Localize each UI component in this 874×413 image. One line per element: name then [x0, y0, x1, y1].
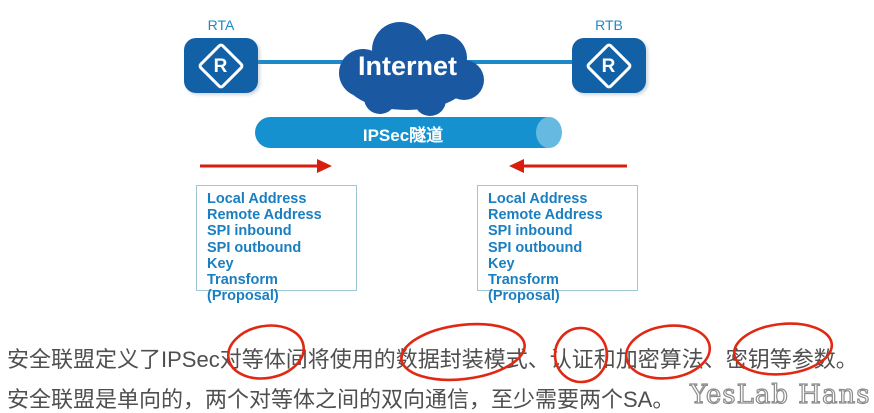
watermark: YesLab Hans: [689, 379, 871, 410]
sa-parameters-box-right: Local Address Remote Address SPI inbound…: [477, 185, 638, 304]
router-a-label: RTA: [207, 17, 235, 33]
sa-field: Key: [207, 255, 234, 272]
tunnel-label: IPSec隧道: [362, 126, 444, 145]
sa-field: Transform (Proposal): [488, 272, 560, 305]
sa-field: SPI inbound: [488, 223, 573, 240]
body-text-line-1: 安全联盟定义了IPSec对等体间将使用的数据封装模式、认证和加密算法、密钥等参数…: [7, 347, 858, 372]
router-b-icon: R: [572, 38, 646, 93]
body-text-line-2: 安全联盟是单向的，两个对等体之间的双向通信，至少需要两个SA。: [7, 387, 675, 412]
sa-field: Transform (Proposal): [207, 272, 279, 305]
sa-field: SPI inbound: [207, 223, 292, 240]
ipsec-tunnel-shape: [255, 117, 562, 148]
sa-field: Remote Address: [207, 207, 322, 224]
sa-direction-arrows: [200, 159, 627, 173]
sa-field: SPI outbound: [207, 239, 302, 256]
router-symbol: R: [214, 54, 228, 76]
sa-parameters-box-left: Local Address Remote Address SPI inbound…: [196, 185, 357, 304]
router-b-label: RTB: [595, 17, 623, 33]
sa-field: Remote Address: [488, 207, 603, 224]
sa-field: Local Address: [488, 191, 588, 207]
router-diamond-icon: R: [196, 41, 246, 90]
sa-field: Key: [488, 255, 515, 272]
router-diamond-icon: R: [584, 41, 634, 90]
sa-field: Local Address: [207, 191, 307, 207]
cloud-label: Internet: [357, 51, 457, 81]
router-symbol: R: [602, 54, 616, 76]
internet-cloud-icon: [339, 22, 484, 116]
router-a-icon: R: [184, 38, 258, 93]
sa-field: SPI outbound: [488, 239, 583, 256]
